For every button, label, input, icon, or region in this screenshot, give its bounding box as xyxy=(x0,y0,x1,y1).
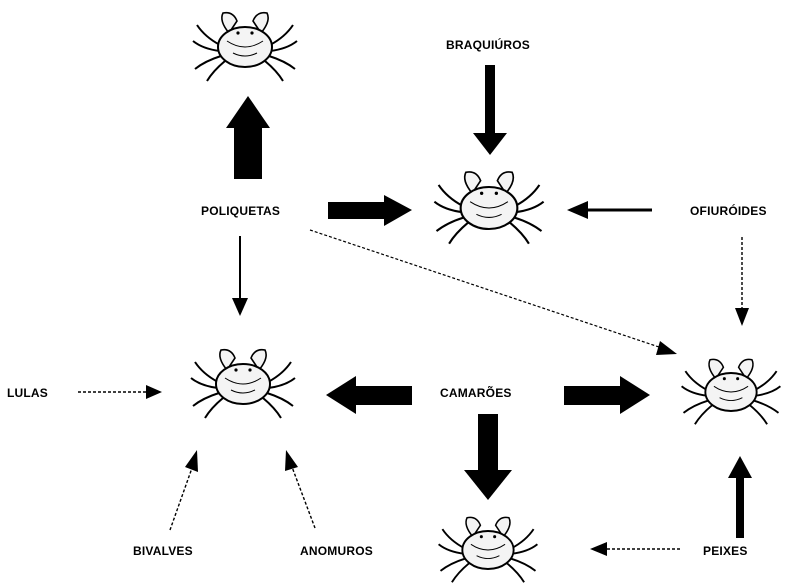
label-camaroes: CAMARÕES xyxy=(440,386,512,400)
crab-icon xyxy=(682,359,781,424)
arrow-camaroes-left xyxy=(326,376,412,414)
arrow-braquiuros-down xyxy=(473,65,507,155)
dashed-arrow-peixes-left xyxy=(590,542,680,556)
label-bivalves: BIVALVES xyxy=(133,544,193,558)
arrow-poliquetas-to-top-crab xyxy=(226,96,270,179)
arrow-camaroes-down xyxy=(464,414,512,500)
arrow-ofiuroides-left xyxy=(567,201,652,219)
arrow-poliquetas-right xyxy=(328,195,412,226)
label-peixes: PEIXES xyxy=(703,544,748,558)
dashed-arrow-poliquetas-diagonal xyxy=(310,230,677,355)
crab-icon xyxy=(191,350,295,418)
label-anomuros: ANOMUROS xyxy=(300,544,373,558)
label-braquiuros: BRAQUIÚROS xyxy=(446,38,530,52)
crab-icon xyxy=(439,517,538,582)
arrow-peixes-up xyxy=(728,456,752,538)
label-ofiuroides: OFIURÓIDES xyxy=(690,204,767,218)
dashed-arrow-lulas xyxy=(78,385,162,399)
dashed-arrow-ofiuroides-down xyxy=(735,237,749,326)
crab-icon xyxy=(193,13,297,81)
arrow-camaroes-right xyxy=(564,376,650,414)
dashed-arrow-anomuros xyxy=(285,450,315,528)
arrow-poliquetas-down xyxy=(232,236,248,316)
crab-icon xyxy=(434,172,543,244)
label-poliquetas: POLIQUETAS xyxy=(201,204,280,218)
dashed-arrow-bivalves xyxy=(170,450,198,530)
label-lulas: LULAS xyxy=(7,386,48,400)
